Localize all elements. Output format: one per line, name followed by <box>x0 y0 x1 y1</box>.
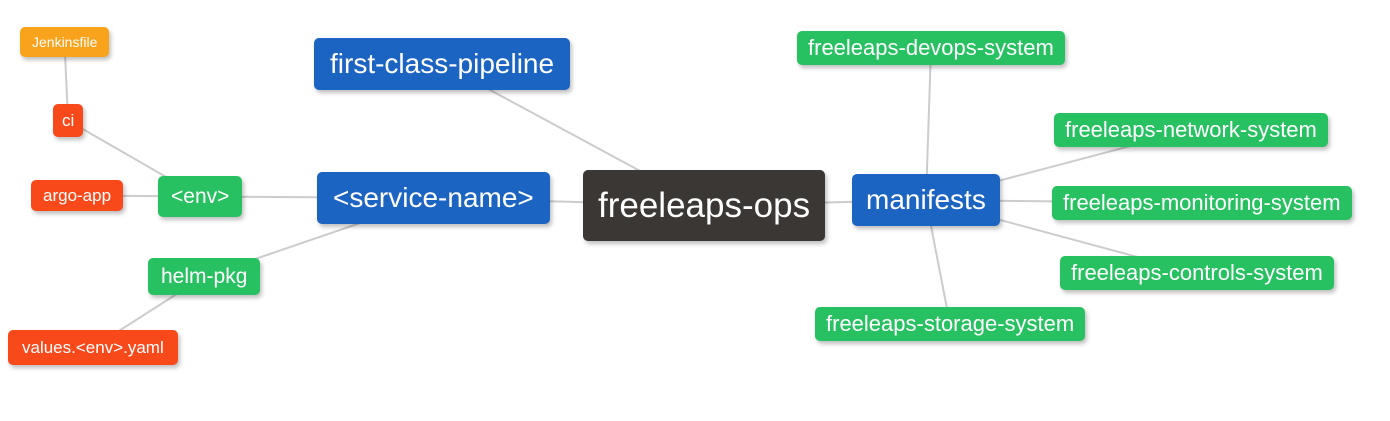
node-env[interactable]: <env> <box>158 176 243 217</box>
node-first-class-pipeline[interactable]: first-class-pipeline <box>314 38 571 90</box>
node-helm-pkg[interactable]: helm-pkg <box>148 258 261 295</box>
node-jenkinsfile[interactable]: Jenkinsfile <box>20 27 110 57</box>
node-ci[interactable]: ci <box>53 104 84 137</box>
node-freeleaps-network-system[interactable]: freeleaps-network-system <box>1054 113 1328 147</box>
node-freeleaps-storage-system[interactable]: freeleaps-storage-system <box>815 307 1086 341</box>
node-argo-app[interactable]: argo-app <box>31 180 124 211</box>
node-freeleaps-devops-system[interactable]: freeleaps-devops-system <box>797 31 1065 65</box>
node-values-env-yaml[interactable]: values.<env>.yaml <box>8 330 178 365</box>
node-service-name[interactable]: <service-name> <box>317 172 550 224</box>
node-freeleaps-ops[interactable]: freeleaps-ops <box>583 170 826 241</box>
node-manifests[interactable]: manifests <box>852 174 1000 226</box>
node-freeleaps-monitoring-system[interactable]: freeleaps-monitoring-system <box>1052 186 1352 220</box>
node-freeleaps-controls-system[interactable]: freeleaps-controls-system <box>1060 256 1334 290</box>
